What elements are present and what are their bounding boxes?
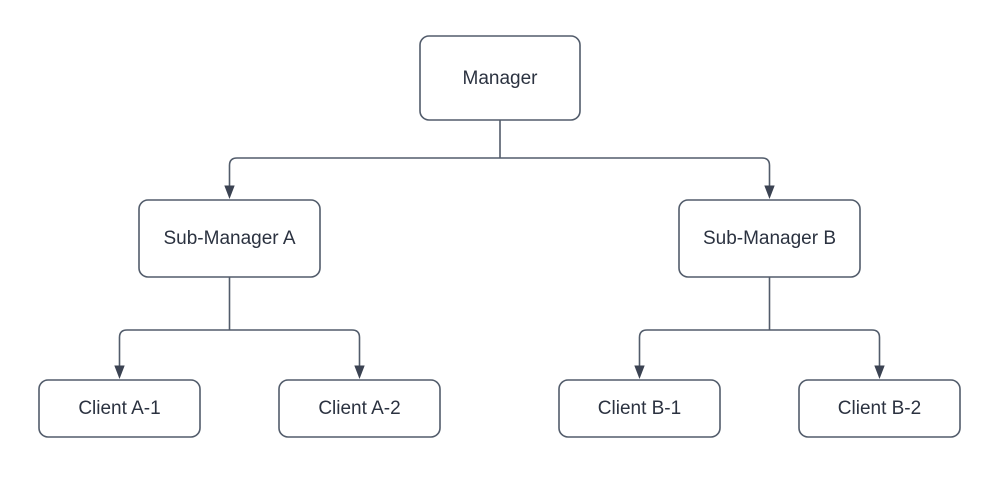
node-client-b-2-label: Client B-2	[838, 398, 921, 419]
node-client-a-1-box[interactable]	[38, 379, 201, 438]
connector-group-sub-b	[634, 277, 885, 379]
connector-sub-a-to-client-a-1	[118, 329, 230, 366]
node-manager[interactable]: Manager	[419, 35, 581, 121]
node-sub-manager-a-label: Sub-Manager A	[163, 228, 295, 249]
arrowhead-sub-b-to-client-b-2	[874, 365, 885, 379]
node-client-b-1-label: Client B-1	[598, 398, 681, 419]
connector-manager-to-sub-b	[500, 157, 771, 186]
arrowhead-sub-a-to-client-a-1	[114, 365, 125, 379]
node-sub-manager-b[interactable]: Sub-Manager B	[678, 199, 861, 278]
arrowhead-sub-a-to-client-a-2	[354, 365, 365, 379]
arrowhead-sub-b-to-client-b-1	[634, 365, 645, 379]
arrowhead-manager-to-sub-a	[224, 185, 235, 199]
node-client-b-1-box[interactable]	[558, 379, 721, 438]
node-sub-manager-a-box[interactable]	[138, 199, 321, 278]
node-client-a-1[interactable]: Client A-1	[38, 379, 201, 438]
connector-sub-b-to-client-b-2	[769, 329, 881, 366]
node-sub-manager-b-box[interactable]	[678, 199, 861, 278]
node-client-b-1[interactable]: Client B-1	[558, 379, 721, 438]
node-manager-label: Manager	[463, 68, 539, 89]
node-client-b-2-box[interactable]	[798, 379, 961, 438]
node-sub-manager-b-label: Sub-Manager B	[703, 228, 836, 249]
node-client-a-2-box[interactable]	[278, 379, 441, 438]
node-manager-box[interactable]	[419, 35, 581, 121]
node-client-a-2[interactable]: Client A-2	[278, 379, 441, 438]
connector-group-root	[224, 120, 775, 199]
node-client-a-2-label: Client A-2	[318, 398, 400, 419]
connector-group-sub-a	[114, 277, 365, 379]
arrowhead-manager-to-sub-b	[764, 185, 775, 199]
connector-manager-to-sub-a	[228, 157, 500, 186]
node-client-a-1-label: Client A-1	[78, 398, 160, 419]
node-sub-manager-a[interactable]: Sub-Manager A	[138, 199, 321, 278]
connector-sub-a-to-client-a-2	[229, 329, 361, 366]
node-client-b-2[interactable]: Client B-2	[798, 379, 961, 438]
connector-sub-b-to-client-b-1	[638, 329, 770, 366]
